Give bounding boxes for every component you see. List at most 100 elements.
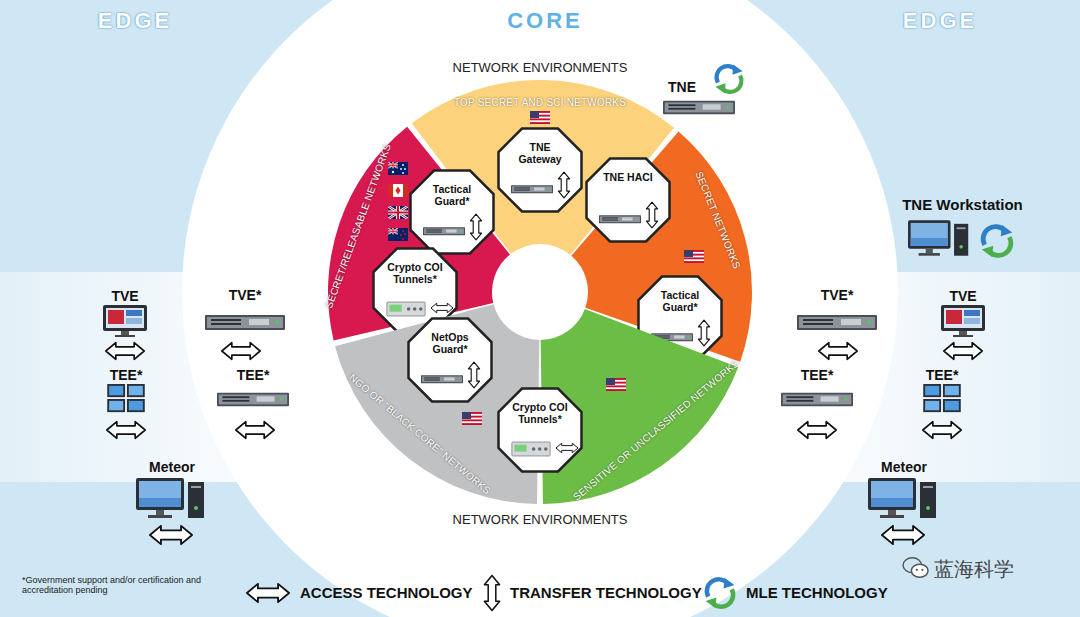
- access-arrow: [431, 303, 453, 313]
- octagon-outline: [411, 171, 494, 254]
- access-arrow: [222, 343, 260, 360]
- access-arrow: [556, 443, 578, 453]
- sector-label: TOP SECRET AND SCI NETWORKS: [454, 97, 626, 108]
- device-label: TEE*: [110, 367, 143, 383]
- octagon-shape: [497, 387, 583, 473]
- transfer-arrow: [470, 214, 481, 240]
- guard-device: [599, 215, 641, 223]
- zone-heading: EDGE: [903, 8, 977, 34]
- octagon-shape: [409, 169, 495, 255]
- legend-text: TRANSFER TECHNOLOGY: [510, 584, 702, 601]
- device-label: TVE*: [821, 287, 854, 303]
- flag-icon: [388, 184, 408, 197]
- access-arrow: [923, 422, 961, 439]
- flag-icon: [462, 412, 482, 425]
- zone-heading: CORE: [507, 8, 583, 34]
- octagon-outline: [499, 129, 582, 212]
- transfer-arrow: [698, 320, 709, 346]
- flag-icon: [684, 250, 704, 263]
- device-label: Meteor: [149, 459, 195, 475]
- access-arrow: [107, 422, 145, 439]
- watermark: 蓝海科学: [934, 556, 1014, 583]
- legend-symbol: [247, 584, 289, 602]
- ring-label: NETWORK ENVIRONMENTS: [453, 60, 628, 75]
- edge-device: Meteor: [130, 458, 214, 518]
- access-arrow: [106, 343, 144, 360]
- crypto-device: [387, 302, 425, 316]
- device-label: Crypto COI Tunnels*: [385, 262, 445, 285]
- flag-icon: [388, 228, 408, 241]
- legend-text: ACCESS TECHNOLOGY: [300, 584, 473, 601]
- edge-device: TEE*: [774, 366, 860, 410]
- guard-device: [423, 227, 465, 235]
- flag-icon: [388, 206, 408, 219]
- guard-device: [421, 375, 463, 383]
- edge-device: TNE: [660, 78, 746, 120]
- tee-server: [781, 393, 853, 407]
- edge-device: TVE*: [200, 286, 290, 332]
- transfer-arrow: [558, 172, 569, 198]
- tve-monitor: [103, 305, 147, 337]
- octagon-shape: [407, 317, 493, 403]
- legend-symbol: [706, 578, 735, 609]
- tve-monitor: [941, 305, 985, 337]
- legend-sample: [482, 574, 502, 612]
- core-hub: [494, 246, 586, 338]
- device-label: TEE*: [926, 367, 959, 383]
- access-arrow: [150, 526, 192, 544]
- guard-device: [511, 185, 553, 193]
- transfer-arrow: [646, 202, 657, 228]
- device-label: TNE HACI: [598, 172, 658, 184]
- octagon-outline: [587, 159, 670, 242]
- edge-device: TEE*: [916, 366, 968, 416]
- ring-label: NETWORK ENVIRONMENTS: [453, 512, 628, 527]
- tee-monitors: [923, 384, 961, 412]
- device-label: NetOps Guard*: [420, 332, 480, 355]
- core-disk: [182, 0, 898, 617]
- device-label: Tactical Guard*: [422, 184, 482, 207]
- mle-icon: [982, 225, 1012, 257]
- octagon-outline: [499, 389, 582, 472]
- device-label: Meteor: [881, 459, 927, 475]
- device-label: Crypto COI Tunnels*: [510, 402, 570, 425]
- zone-heading: EDGE: [98, 8, 172, 34]
- footnote: *Government support and/or certification…: [22, 575, 212, 596]
- meteor-computer: [868, 478, 936, 518]
- crypto-device: [512, 442, 550, 456]
- guard-octagon: NetOps Guard*: [407, 317, 493, 403]
- legend-symbol: [484, 576, 499, 611]
- guard-octagon: Crypto COI Tunnels*: [497, 387, 583, 473]
- device-label: TEE*: [237, 367, 270, 383]
- device-label: TEE*: [801, 367, 834, 383]
- device-label: TVE: [949, 288, 976, 304]
- guard-octagon: Tactical Guard*: [409, 169, 495, 255]
- legend-sample: [245, 582, 291, 604]
- edge-device: TEE*: [100, 366, 152, 416]
- device-label: TNE: [660, 79, 696, 95]
- workstation-computer: [908, 220, 968, 255]
- guard-octagon: TNE HACI: [585, 157, 671, 243]
- watermark-icon: [903, 558, 928, 577]
- access-arrow: [882, 526, 924, 544]
- flag-icon: [530, 111, 550, 124]
- guard-octagon: TNE Gateway: [497, 127, 583, 213]
- legend-text: MLE TECHNOLOGY: [746, 584, 888, 601]
- octagon-shape: [497, 127, 583, 213]
- edge-device: TVE*: [792, 286, 882, 332]
- flag-icon: [388, 162, 408, 175]
- device-label: TNE Workstation: [902, 196, 1023, 213]
- legend-sample: [702, 575, 738, 611]
- access-arrow: [944, 343, 982, 360]
- edge-device: TEE*: [210, 366, 296, 410]
- access-arrow: [236, 422, 274, 439]
- edge-device: Meteor: [862, 458, 946, 518]
- edge-device: TNE Workstation: [899, 196, 1026, 264]
- device-label: TNE Gateway: [510, 142, 570, 165]
- access-arrow: [798, 422, 836, 439]
- octagon-shape: [585, 157, 671, 243]
- edge-device: TVE: [96, 287, 154, 337]
- flag-icon: [606, 378, 626, 391]
- meteor-computer: [136, 478, 204, 518]
- tve-server: [205, 315, 285, 330]
- tee-server: [217, 393, 289, 407]
